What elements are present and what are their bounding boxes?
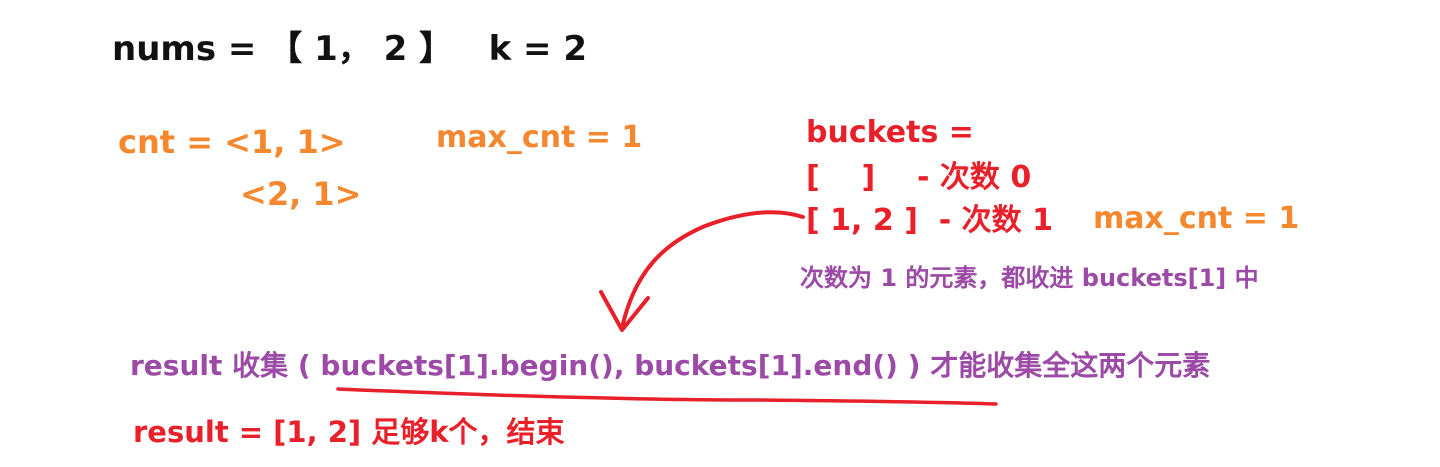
arrow-head bbox=[599, 290, 650, 332]
underline-stroke bbox=[336, 387, 998, 406]
bucket-note: 次数为 1 的元素，都收进 buckets[1] 中 bbox=[800, 264, 1259, 292]
buckets-title: buckets = bbox=[806, 115, 974, 150]
cnt-line-2: <2, 1> bbox=[240, 175, 362, 213]
arrow-curve bbox=[620, 210, 805, 330]
cnt-line-1: cnt = <1, 1> bbox=[118, 123, 346, 161]
bucket-row-0: [ ] - 次数 0 bbox=[806, 160, 1032, 195]
max-cnt-label: max_cnt = 1 bbox=[436, 120, 643, 155]
result-collect-text: result 收集 ( buckets[1].begin(), buckets[… bbox=[130, 349, 1211, 382]
bucket-max-cnt: max_cnt = 1 bbox=[1093, 201, 1300, 236]
result-final-text: result = [1, 2] 足够k个，结束 bbox=[133, 415, 565, 449]
nums-line: nums = 【 1， 2 】 k = 2 bbox=[112, 29, 588, 69]
bucket-row-1: [ 1, 2 ] - 次数 1 bbox=[806, 203, 1054, 238]
